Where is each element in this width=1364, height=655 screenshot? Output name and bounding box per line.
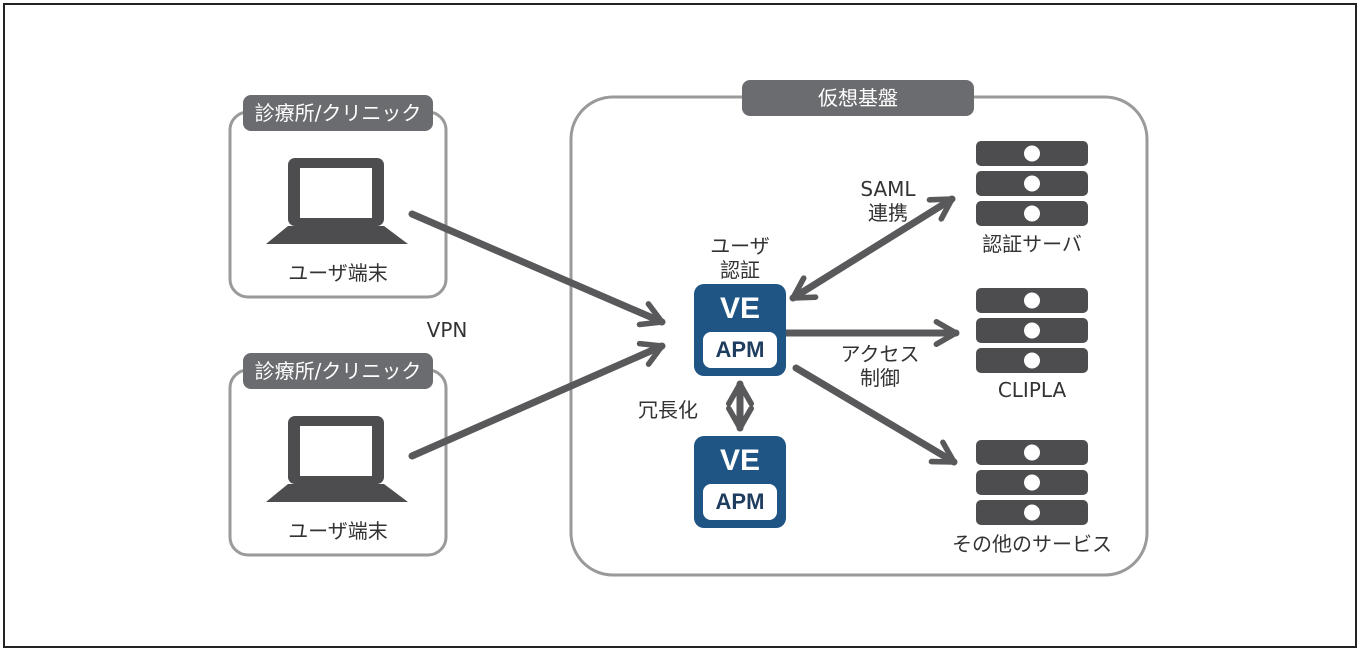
- server-label-auth: 認証サーバ: [982, 232, 1082, 256]
- server-icon: [976, 288, 1088, 373]
- redundancy-label: 冗長化: [638, 398, 698, 422]
- access-arrow-other: [792, 364, 958, 466]
- server-icon: [976, 141, 1088, 226]
- platform-title: 仮想基盤: [742, 80, 974, 116]
- vpn-label: VPN: [426, 318, 468, 342]
- figure-frame: [3, 3, 1357, 648]
- laptop-icon: [266, 158, 408, 244]
- device-label-2: ユーザ端末: [288, 519, 388, 543]
- clinic-title-1: 診療所/クリニック: [243, 95, 433, 131]
- ve-label: VE: [719, 444, 761, 477]
- server-label-other: その他のサービス: [952, 532, 1112, 556]
- ve-apm-primary: VE APM: [694, 284, 786, 376]
- saml-label-line1: SAML: [860, 177, 916, 201]
- server-icon: [976, 440, 1088, 525]
- user-auth-label-line2: 認証: [720, 258, 760, 282]
- access-label-line1: アクセス: [840, 342, 920, 366]
- laptop-icon: [266, 416, 408, 502]
- saml-arrow: [789, 195, 956, 302]
- device-label-1: ユーザ端末: [288, 261, 388, 285]
- apm-label: APM: [703, 484, 777, 520]
- server-label-clipla: CLIPLA: [997, 378, 1067, 402]
- vpn-arrow-2: [408, 340, 666, 460]
- ve-label: VE: [719, 292, 761, 325]
- user-auth-label-line1: ユーザ: [710, 234, 770, 258]
- clinic-title-2: 診療所/クリニック: [243, 353, 433, 389]
- ve-apm-secondary: VE APM: [694, 436, 786, 528]
- apm-label: APM: [703, 332, 777, 368]
- saml-label-line2: 連携: [868, 201, 908, 225]
- vpn-arrow-1: [408, 210, 666, 328]
- access-label-line2: 制御: [860, 366, 900, 390]
